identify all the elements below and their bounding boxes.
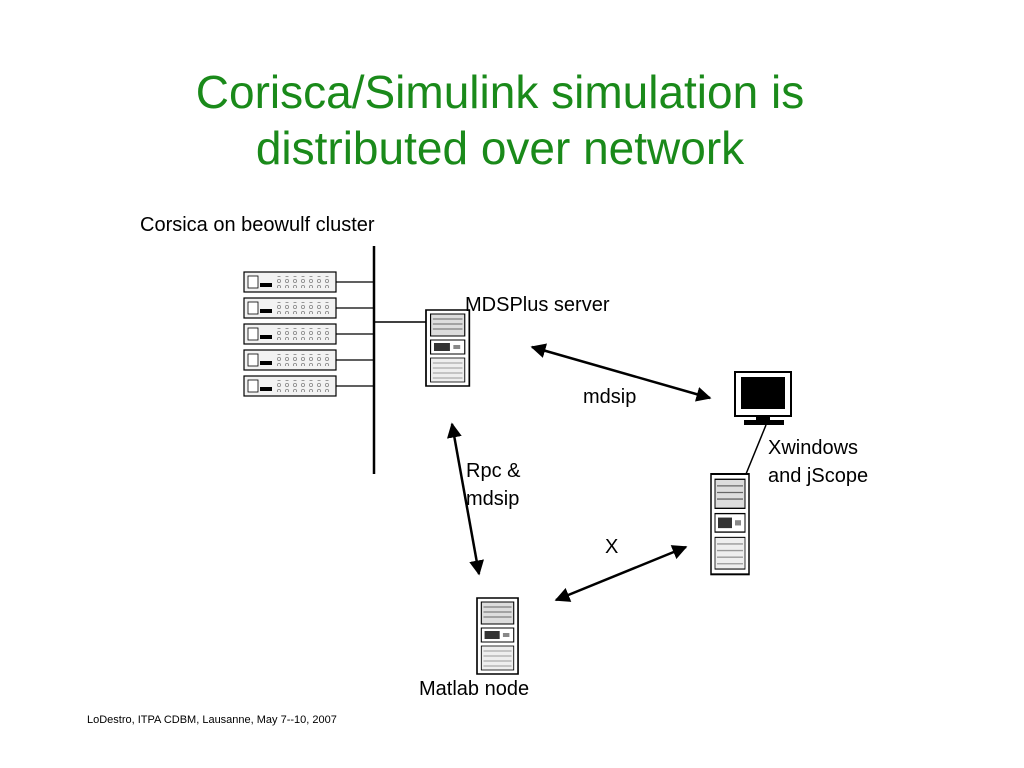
rack-links <box>336 281 374 387</box>
workstation-label-line-2: and jScope <box>768 465 869 487</box>
workstation-label: Xwindows and jScope <box>768 434 868 490</box>
arrow-server-workstation <box>530 343 712 402</box>
cluster-label: Corsica on beowulf cluster <box>140 214 375 236</box>
slide-title: Corisca/Simulink simulation is distribut… <box>0 64 1000 176</box>
workstation-tower-icon <box>710 473 750 576</box>
mdsplus-server-label: MDSPlus server <box>465 294 610 316</box>
title-line-2: distributed over network <box>255 122 745 174</box>
mdsplus-server-icon <box>425 309 471 387</box>
server-rack-icon <box>243 271 337 397</box>
title-line-1: Corisca/Simulink simulation is <box>195 66 805 118</box>
mdsip-edge-label: mdsip <box>583 386 637 408</box>
rpc-edge-label-line-1: Rpc & <box>466 460 521 482</box>
matlab-node-label: Matlab node <box>419 678 530 700</box>
slide-footer: LoDestro, ITPA CDBM, Lausanne, May 7--10… <box>87 714 337 726</box>
workstation-label-line-1: Xwindows <box>768 437 859 459</box>
matlab-node-icon <box>476 597 519 675</box>
arrow-matlab-workstation <box>554 545 688 602</box>
x-edge-label: X <box>605 536 619 558</box>
monitor-cable <box>745 424 767 475</box>
rpc-mdsip-edge-label: Rpc & mdsip <box>466 457 520 513</box>
monitor-icon <box>734 371 792 425</box>
rpc-edge-label-line-2: mdsip <box>466 488 520 510</box>
arrow-server-matlab <box>447 422 484 576</box>
